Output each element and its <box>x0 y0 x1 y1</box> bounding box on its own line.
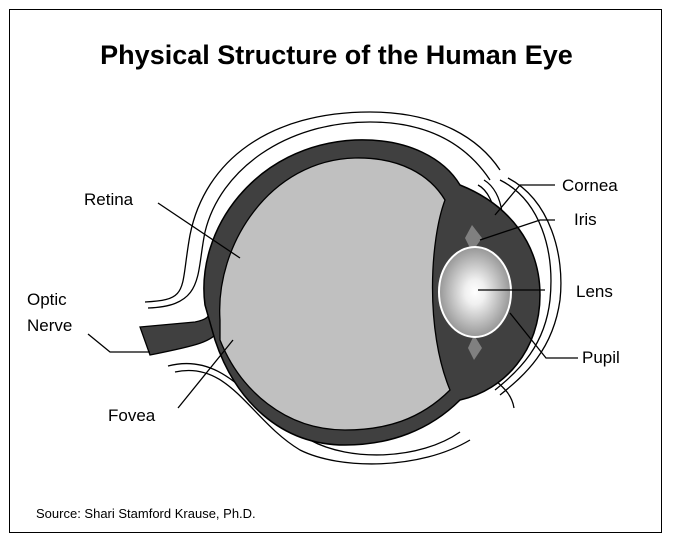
label-cornea: Cornea <box>562 176 618 195</box>
optic-nerve-leader <box>88 334 150 352</box>
label-optic-nerve-1: Optic <box>27 290 67 309</box>
label-lens: Lens <box>576 282 613 301</box>
lens <box>439 247 511 337</box>
label-fovea: Fovea <box>108 406 156 425</box>
source-credit: Source: Shari Stamford Krause, Ph.D. <box>36 506 256 521</box>
label-retina: Retina <box>84 190 134 209</box>
label-iris: Iris <box>574 210 597 229</box>
label-optic-nerve-2: Nerve <box>27 316 72 335</box>
label-pupil: Pupil <box>582 348 620 367</box>
fovea-leader <box>178 340 233 408</box>
cornea-tick-bottom <box>495 380 514 408</box>
